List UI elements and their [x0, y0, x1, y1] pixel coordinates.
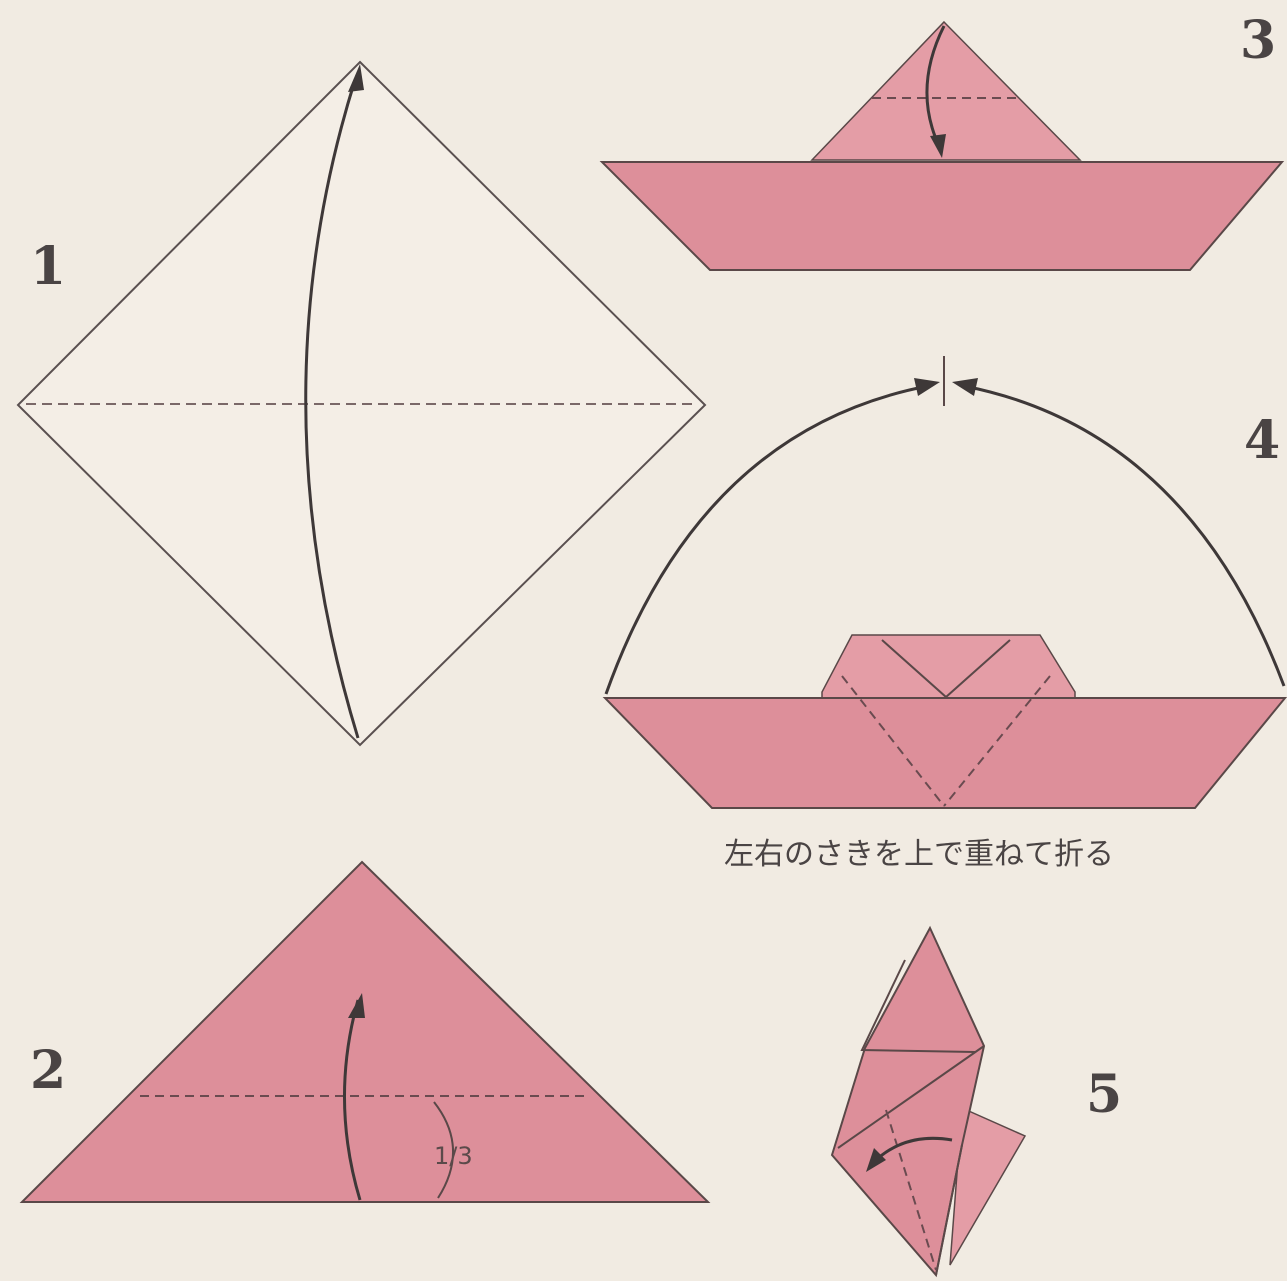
step-5-number: 5: [1086, 1064, 1122, 1125]
step-3-top-triangle: [812, 22, 1080, 160]
step-2: 2 1/3: [22, 862, 708, 1202]
step-5: 5: [832, 928, 1122, 1275]
step-2-fraction-label: 1/3: [434, 1142, 473, 1170]
step-1: 1: [18, 62, 705, 745]
step-4-right-arrow-head: [952, 378, 978, 396]
step-4-left-arrow-head: [914, 378, 940, 396]
step-1-number: 1: [30, 236, 66, 297]
step-4: 4 左右のさきを上で重ねて折る: [605, 356, 1285, 872]
step-3-base-band: [602, 162, 1282, 270]
step-2-number: 2: [30, 1040, 66, 1101]
step-4-base-band: [605, 698, 1285, 808]
step-3-number: 3: [1240, 10, 1276, 71]
step-4-hat-top: [822, 635, 1075, 700]
step-2-triangle-paper: [22, 862, 708, 1202]
step-4-caption: 左右のさきを上で重ねて折る: [724, 837, 1114, 872]
step-3: 3: [602, 10, 1282, 270]
step-1-square-paper: [18, 62, 705, 745]
step-4-number: 4: [1244, 410, 1280, 471]
